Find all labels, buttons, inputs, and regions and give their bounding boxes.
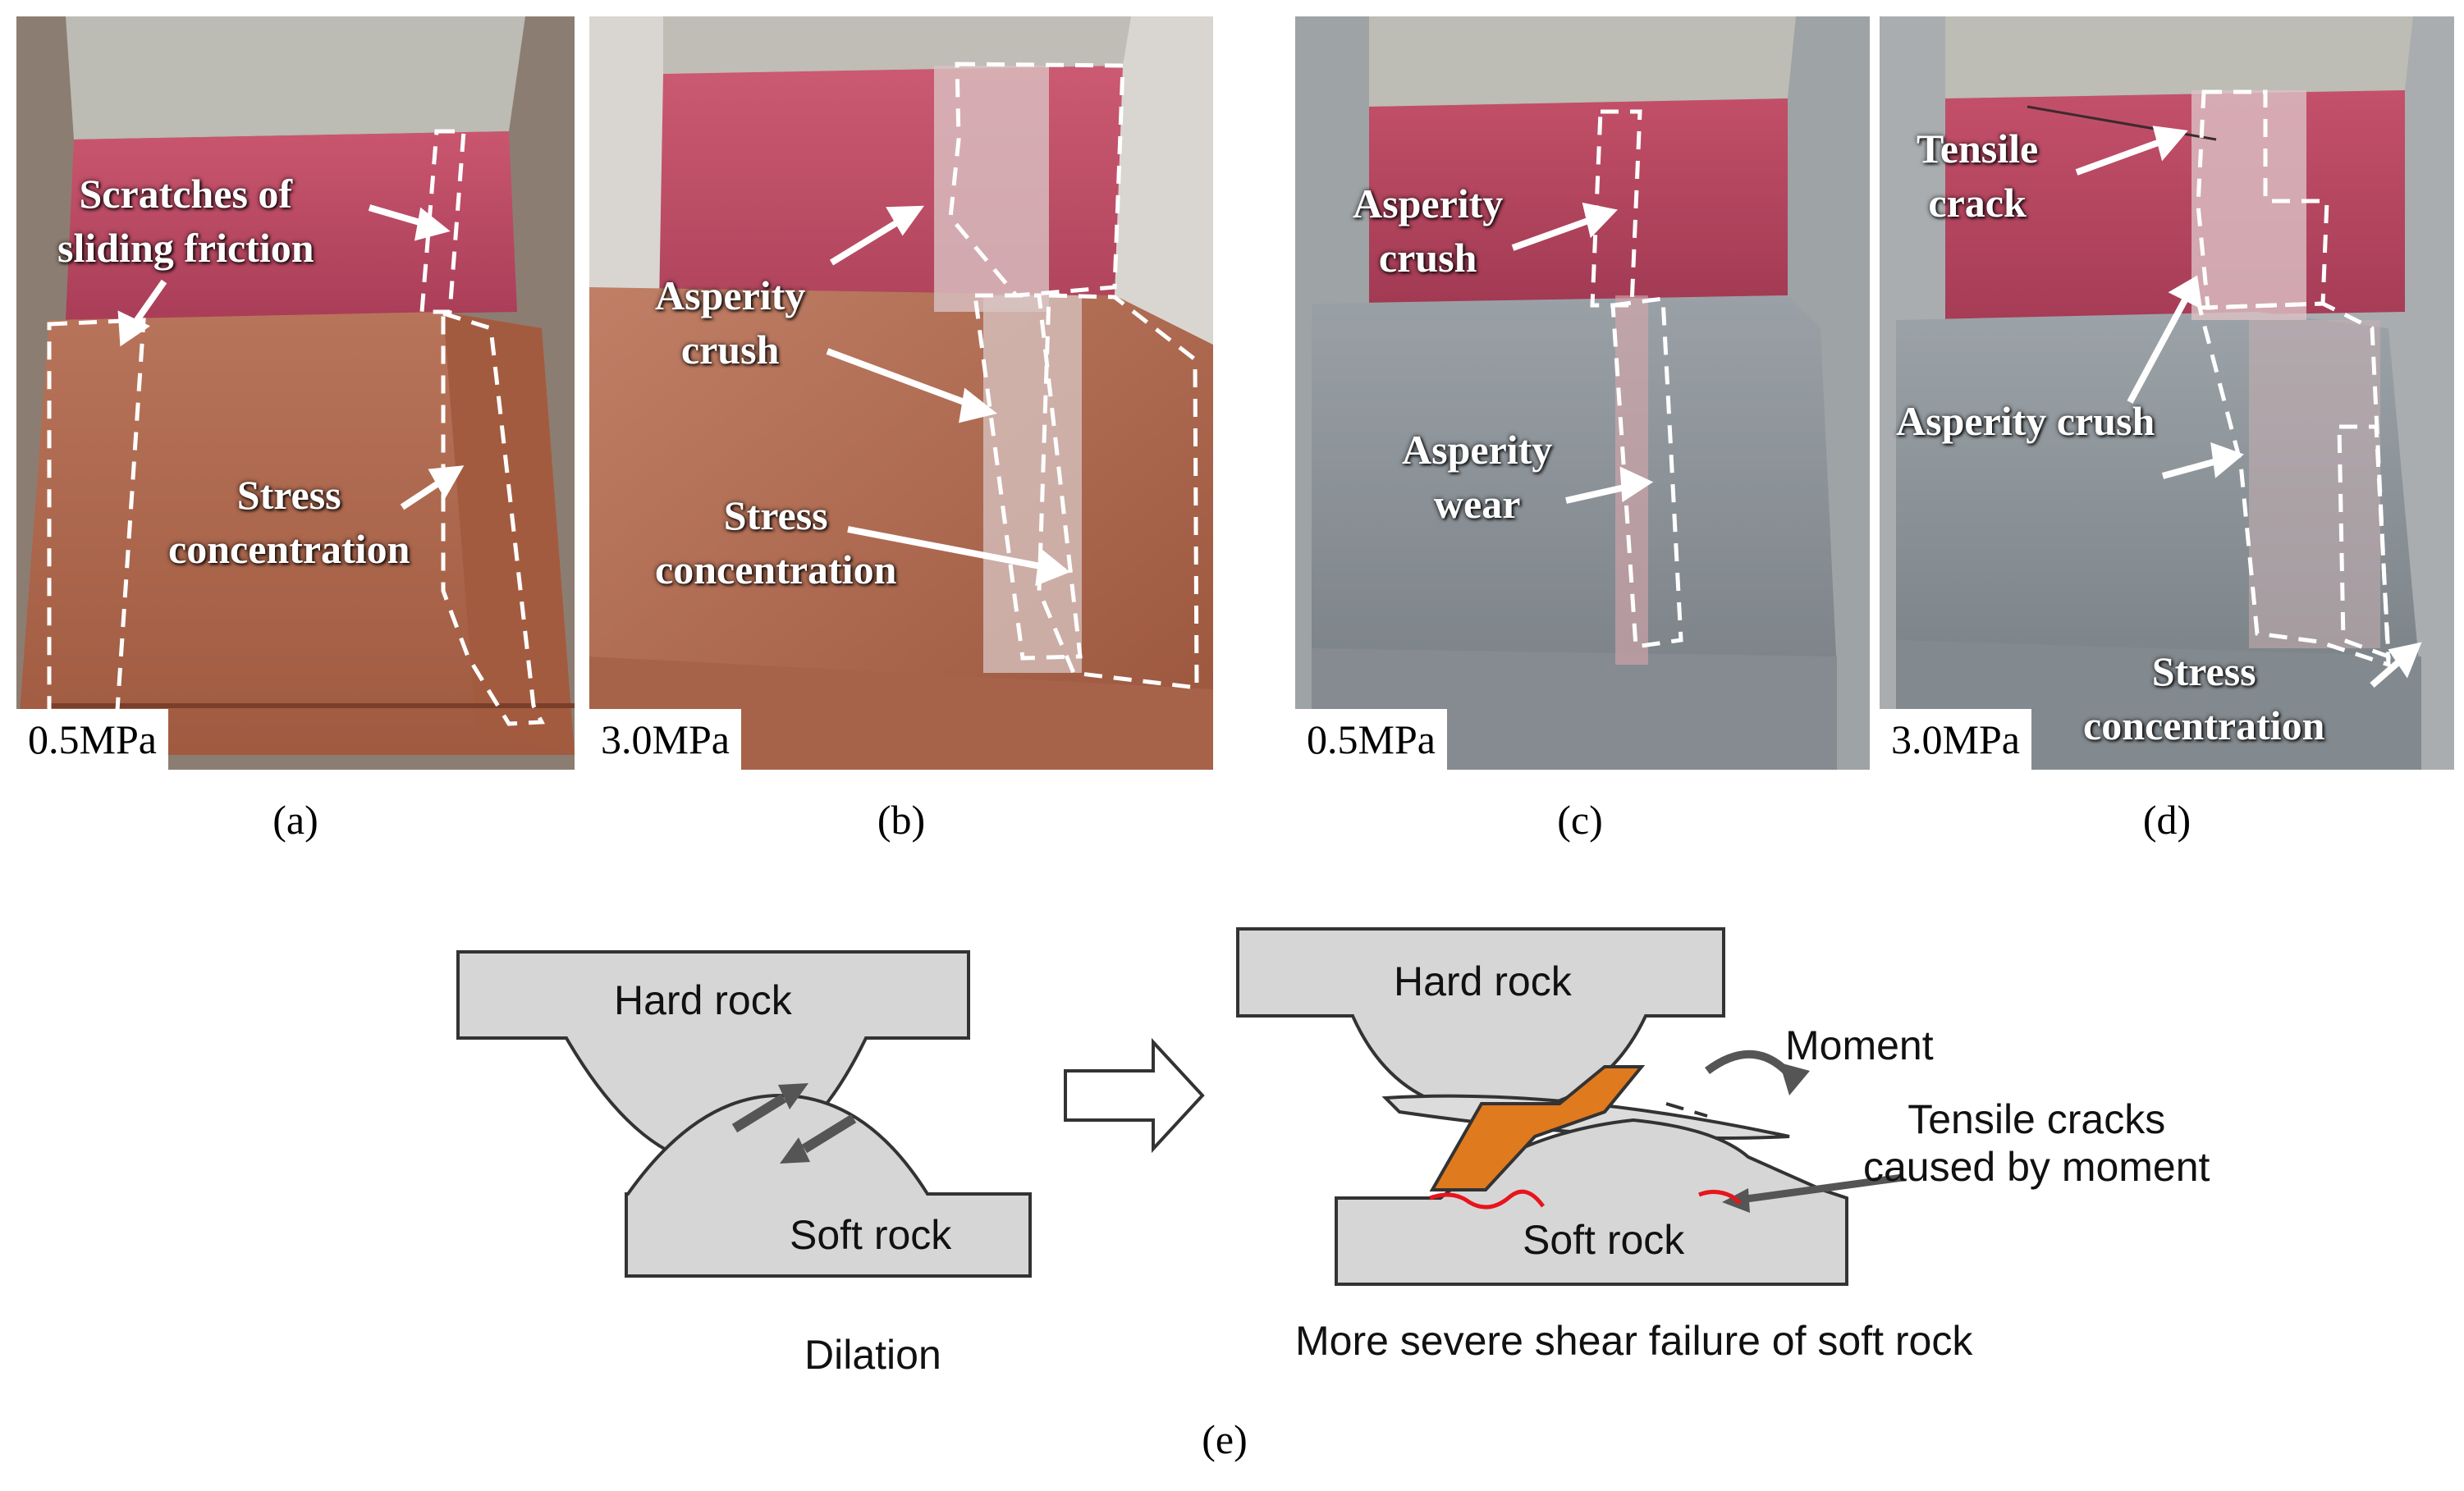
soft-rock-label-right: Soft rock — [1523, 1217, 1685, 1263]
moment-label: Moment — [1785, 1022, 1934, 1068]
tensile-cracks-label: Tensile cracks caused by moment — [1863, 1096, 2210, 1190]
photo-panel-a: Scratches of sliding friction Stress con… — [16, 16, 575, 770]
pressure-label-b: 3.0MPa — [589, 709, 741, 770]
dashed-outline-a — [47, 129, 545, 749]
left-schematic — [456, 950, 1032, 1278]
specimen-photo-a — [16, 16, 575, 770]
pressure-label-a: 0.5MPa — [16, 709, 168, 770]
annotation-asperity-crush-d: Asperity crush — [1896, 398, 2155, 444]
caption-e: (e) — [1202, 1416, 1248, 1462]
annotation-stress-concentration-d: Stress concentration — [2083, 648, 2325, 748]
caption-a: (a) — [273, 797, 318, 843]
caption-c: (c) — [1557, 797, 1603, 843]
annotation-asperity-crush-c: Asperity crush — [1353, 181, 1504, 281]
annotation-stress-concentration-b: Stress concentration — [655, 492, 897, 592]
pressure-label-c: 0.5MPa — [1295, 709, 1447, 770]
hard-rock-label-right: Hard rock — [1394, 958, 1572, 1004]
soft-rock-label-left: Soft rock — [790, 1212, 952, 1258]
pressure-label-d: 3.0MPa — [1880, 709, 2031, 770]
annotation-tensile-crack-d: Tensile crack — [1917, 126, 2039, 226]
hard-rock-label-left: Hard rock — [614, 977, 792, 1023]
dilation-caption: Dilation — [804, 1332, 941, 1378]
right-schematic — [1236, 927, 1903, 1286]
annotation-asperity-wear-c: Asperity wear — [1402, 427, 1553, 527]
dilation-schematic — [456, 927, 1903, 1286]
shear-failure-caption: More severe shear failure of soft rock — [1295, 1318, 1973, 1364]
caption-d: (d) — [2142, 797, 2191, 843]
photo-panel-c: Asperity crush Asperity wear 0.5MPa — [1295, 16, 1870, 770]
annotation-scratches: Scratches of sliding friction — [57, 171, 314, 271]
annotation-stress-concentration: Stress concentration — [168, 472, 410, 572]
photo-panel-d: Tensile crack Asperity crush Stress conc… — [1880, 16, 2454, 770]
transition-arrow — [1064, 1037, 1205, 1154]
caption-b: (b) — [877, 797, 926, 843]
specimen-photo-b — [589, 16, 1213, 770]
photo-panel-b: Asperity crush Stress concentration 3.0M… — [589, 16, 1213, 770]
specimen-photo-c — [1295, 16, 1870, 770]
annotation-asperity-crush-b: Asperity crush — [655, 272, 806, 373]
